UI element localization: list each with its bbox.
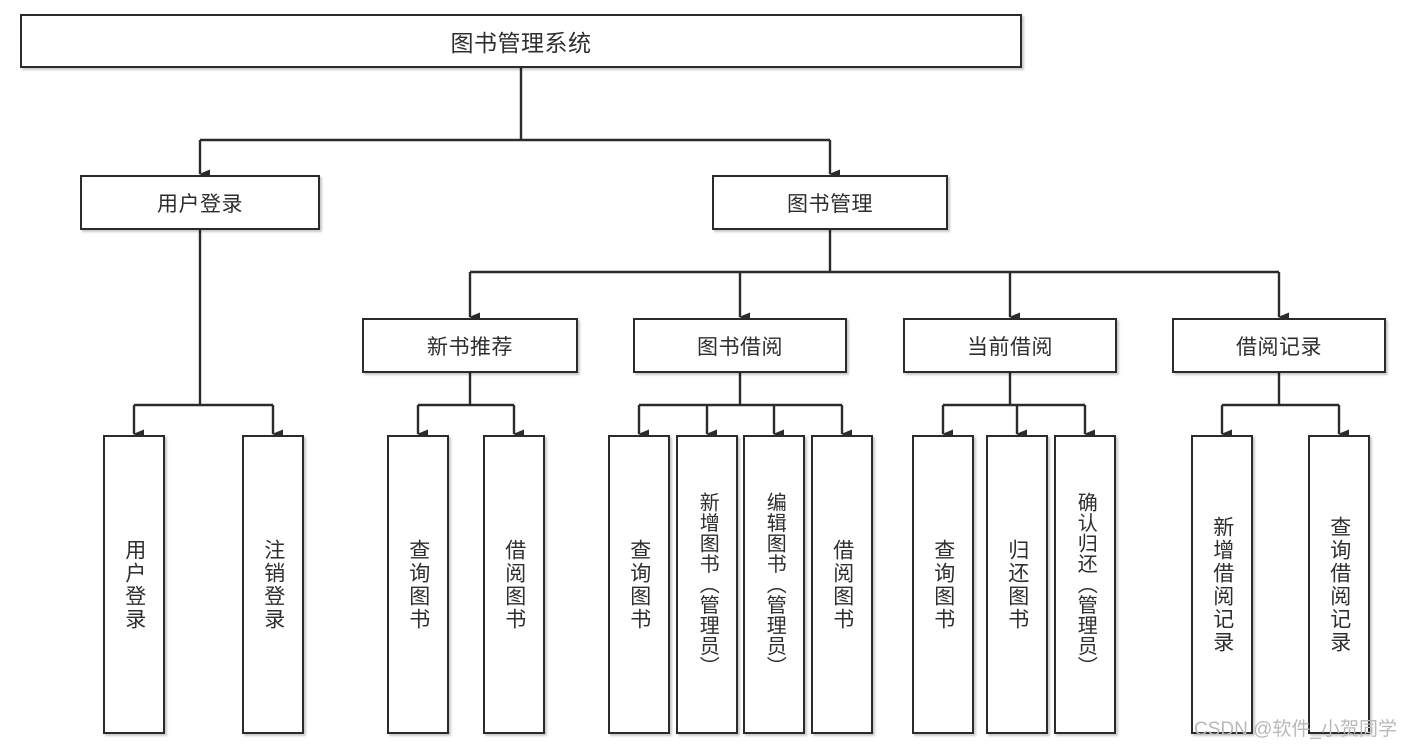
node-label-leaf-add-book: 新增图书（管理员） (696, 492, 719, 677)
node-leaf-query-book-3: 查询图书 (912, 435, 974, 734)
node-leaf-borrow-book-1: 借阅图书 (483, 435, 545, 734)
node-leaf-edit-book: 编辑图书（管理员） (743, 435, 805, 734)
watermark-text: CSDN @软件_小贺同学 (1194, 719, 1397, 740)
node-leaf-add-book: 新增图书（管理员） (676, 435, 738, 734)
node-label-leaf-return-book: 归还图书 (1005, 538, 1029, 631)
node-leaf-query-book-2: 查询图书 (608, 435, 670, 734)
node-label-leaf-edit-book: 编辑图书（管理员） (763, 492, 786, 677)
node-label-leaf-query-record: 查询借阅记录 (1327, 515, 1351, 654)
node-label-root: 图书管理系统 (450, 30, 592, 56)
node-label-user-login: 用户登录 (157, 192, 243, 216)
node-borrow-record: 借阅记录 (1172, 318, 1386, 373)
node-label-book-manage: 图书管理 (787, 192, 873, 216)
node-label-leaf-borrow-book-2: 借阅图书 (830, 538, 854, 631)
node-label-leaf-user-login: 用户登录 (122, 538, 146, 631)
node-label-leaf-query-book-3: 查询图书 (931, 538, 955, 631)
node-label-leaf-borrow-book-1: 借阅图书 (502, 538, 526, 631)
node-leaf-confirm-return: 确认归还（管理员） (1054, 435, 1116, 734)
node-new-book-recommend: 新书推荐 (362, 318, 578, 373)
node-book-borrow: 图书借阅 (633, 318, 847, 373)
node-leaf-query-record: 查询借阅记录 (1308, 435, 1370, 734)
node-leaf-logout: 注销登录 (242, 435, 304, 734)
node-book-manage: 图书管理 (712, 175, 948, 230)
node-label-leaf-query-book-2: 查询图书 (627, 538, 651, 631)
node-current-borrow: 当前借阅 (903, 318, 1117, 373)
node-root: 图书管理系统 (20, 14, 1022, 68)
node-label-leaf-add-record: 新增借阅记录 (1210, 515, 1234, 654)
node-label-book-borrow: 图书借阅 (697, 335, 783, 359)
node-leaf-query-book-1: 查询图书 (387, 435, 449, 734)
node-leaf-borrow-book-2: 借阅图书 (811, 435, 873, 734)
node-label-borrow-record: 借阅记录 (1236, 335, 1322, 359)
node-label-new-book-recommend: 新书推荐 (427, 335, 513, 359)
node-user-login: 用户登录 (80, 175, 320, 230)
node-leaf-return-book: 归还图书 (986, 435, 1048, 734)
node-leaf-user-login: 用户登录 (103, 435, 165, 734)
node-leaf-add-record: 新增借阅记录 (1191, 435, 1253, 734)
node-label-leaf-confirm-return: 确认归还（管理员） (1074, 492, 1097, 677)
node-label-leaf-logout: 注销登录 (261, 538, 285, 631)
node-label-leaf-query-book-1: 查询图书 (406, 538, 430, 631)
node-label-current-borrow: 当前借阅 (967, 335, 1053, 359)
